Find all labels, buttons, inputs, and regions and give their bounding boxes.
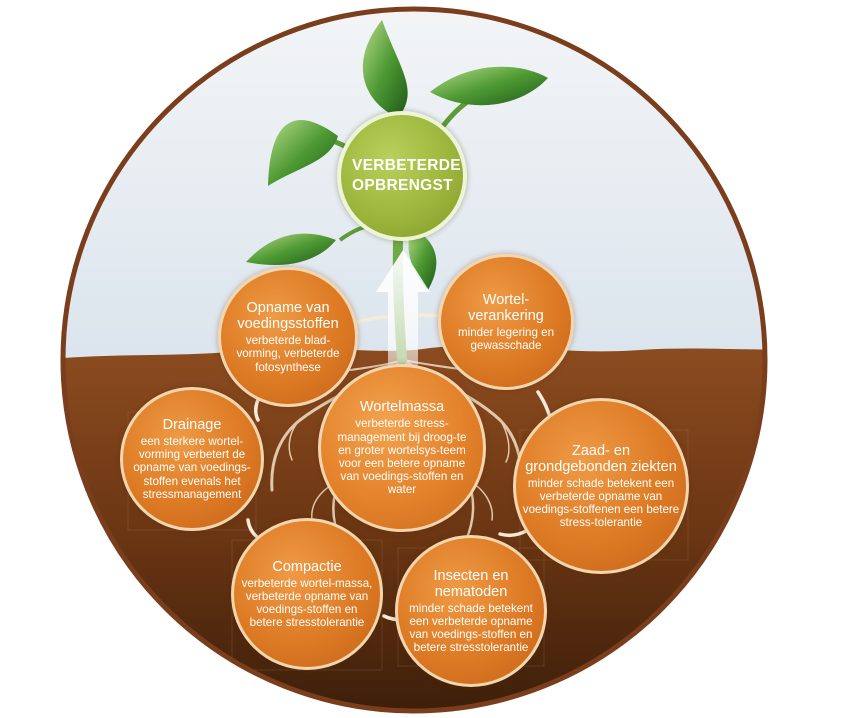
node-description: verbeterde stress-management bij droog-t…: [337, 417, 467, 497]
node-title: Insecten en nematoden: [433, 567, 509, 600]
node-description: een sterkere wortel-vorming verbetert de…: [133, 434, 251, 501]
node-description: minder legering en gewasschade: [457, 325, 555, 352]
node-title: Opname van voedingsstoffen: [237, 300, 339, 333]
node-compactie: Compactie verbeterde wortel-massa, verbe…: [231, 518, 383, 670]
node-wortelverankering: Wortel-verankering minder legering en ge…: [438, 254, 574, 390]
node-opname-voedingsstoffen: Opname van voedingsstoffen verbeterde bl…: [218, 267, 358, 407]
node-description: verbeterde blad-vorming, verbeterde foto…: [236, 334, 340, 374]
node-title: Wortelmassa: [359, 399, 445, 416]
node-description: minder schade betekent een verbeterde op…: [522, 476, 680, 530]
node-zaad-grondgebonden-ziekten: Zaad- en grondgebonden ziekten minder sc…: [513, 398, 689, 574]
center-node-opbrengst: VERBETERDE OPBRENGST: [337, 111, 467, 241]
node-description: minder schade betekent een verbeterde op…: [409, 601, 533, 655]
node-insecten-nematoden: Insecten en nematoden minder schade bete…: [395, 535, 547, 687]
node-wortelmassa: Wortelmassa verbeterde stress-management…: [318, 364, 486, 532]
node-description: verbeterde wortel-massa, verbeterde opna…: [241, 576, 373, 630]
node-title: Drainage: [162, 416, 222, 433]
node-title: Zaad- en grondgebonden ziekten: [525, 442, 677, 475]
node-title: Compactie: [272, 558, 342, 575]
node-drainage: Drainage een sterkere wortel-vorming ver…: [120, 387, 264, 531]
upward-arrow: [376, 250, 430, 372]
node-title: Wortel-verankering: [468, 291, 544, 324]
outer-ring: [60, 6, 768, 714]
center-title: VERBETERDE OPBRENGST: [352, 157, 461, 194]
